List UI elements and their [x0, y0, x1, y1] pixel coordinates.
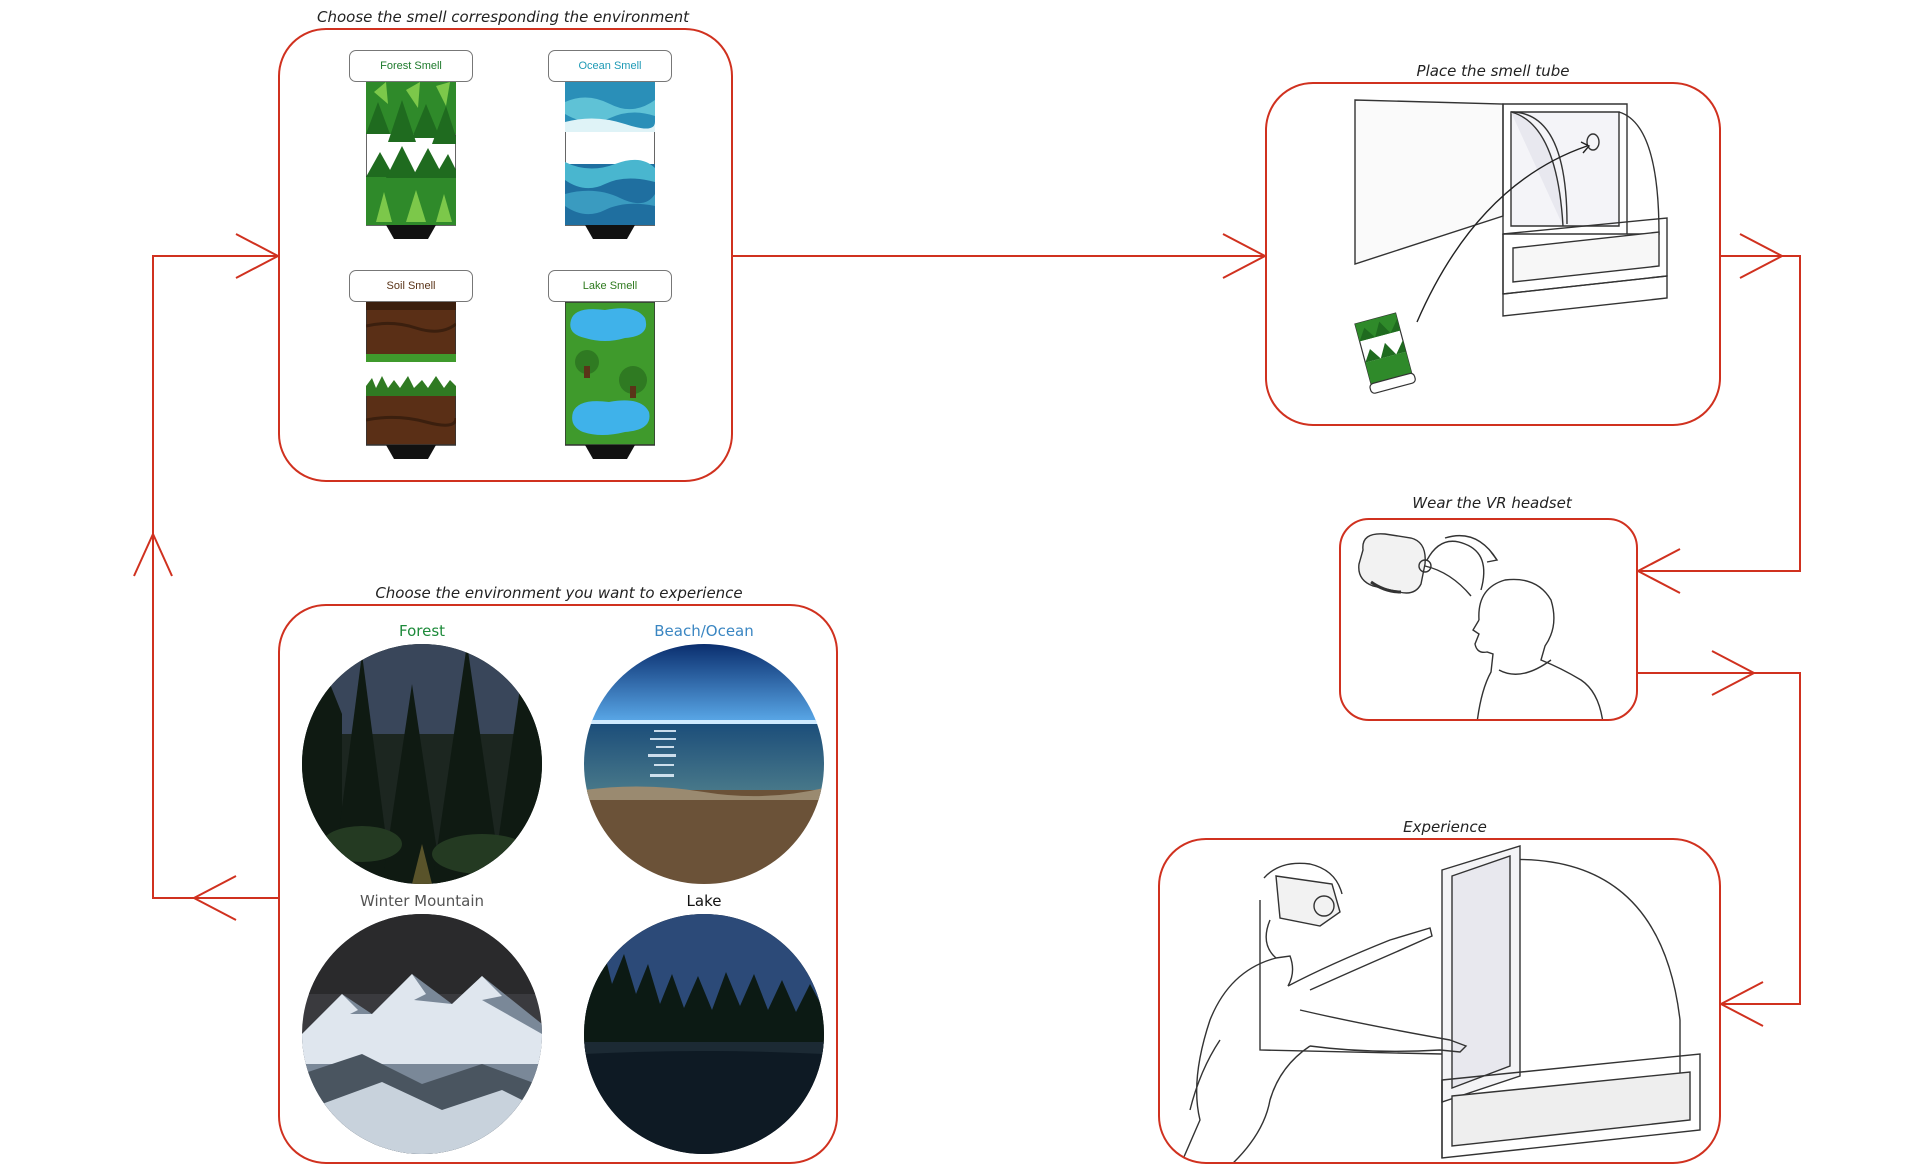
environment-option-lake[interactable]: [584, 914, 824, 1154]
arrow-tube-to-headset: [1638, 255, 1801, 572]
caption-place-tube: Place the smell tube: [1416, 62, 1570, 80]
caption-wear-headset: Wear the VR headset: [1412, 494, 1572, 512]
forest-scene-image: [302, 644, 542, 884]
environment-label-beach-ocean: Beach/Ocean: [654, 622, 754, 640]
experience-panel: [1158, 838, 1721, 1164]
environment-option-beach-ocean[interactable]: [584, 644, 824, 884]
environment-label-forest: Forest: [398, 622, 446, 640]
environment-selection-panel: Forest Beach/Ocean Winter Mountain Lake: [278, 604, 838, 1164]
place-tube-panel: [1265, 82, 1721, 426]
environment-option-winter-mountain[interactable]: [302, 914, 542, 1154]
arrow-environment-to-smell: [152, 255, 278, 899]
soil-smell-tube-icon[interactable]: [366, 302, 456, 462]
smell-selection-panel: Forest Smell Ocean Smell: [278, 28, 733, 482]
mountain-scene-image: [302, 914, 542, 1154]
smell-label-ocean[interactable]: Ocean Smell: [548, 50, 672, 82]
arrow-headset-to-experience: [1638, 672, 1801, 1005]
forest-smell-tube-icon[interactable]: [366, 82, 456, 242]
environment-option-forest[interactable]: [302, 644, 542, 884]
environment-label-winter-mountain: Winter Mountain: [359, 892, 485, 910]
environment-label-lake: Lake: [686, 892, 722, 910]
smell-label-soil[interactable]: Soil Smell: [349, 270, 473, 302]
lake-scene-image: [584, 914, 824, 1154]
caption-choose-smell: Choose the smell corresponding the envir…: [316, 8, 690, 26]
lake-smell-tube-icon[interactable]: [565, 302, 655, 462]
caption-choose-environment: Choose the environment you want to exper…: [375, 584, 743, 602]
wear-headset-panel: [1339, 518, 1638, 721]
caption-experience: Experience: [1403, 818, 1487, 836]
smell-label-lake[interactable]: Lake Smell: [548, 270, 672, 302]
experience-drawing: [1180, 845, 1701, 1162]
beach-scene-image: [584, 644, 824, 884]
smell-label-forest[interactable]: Forest Smell: [349, 50, 473, 82]
headset-drawing: [1358, 533, 1604, 719]
smell-box-drawing: [1354, 99, 1668, 394]
ocean-smell-tube-icon[interactable]: [565, 82, 655, 242]
